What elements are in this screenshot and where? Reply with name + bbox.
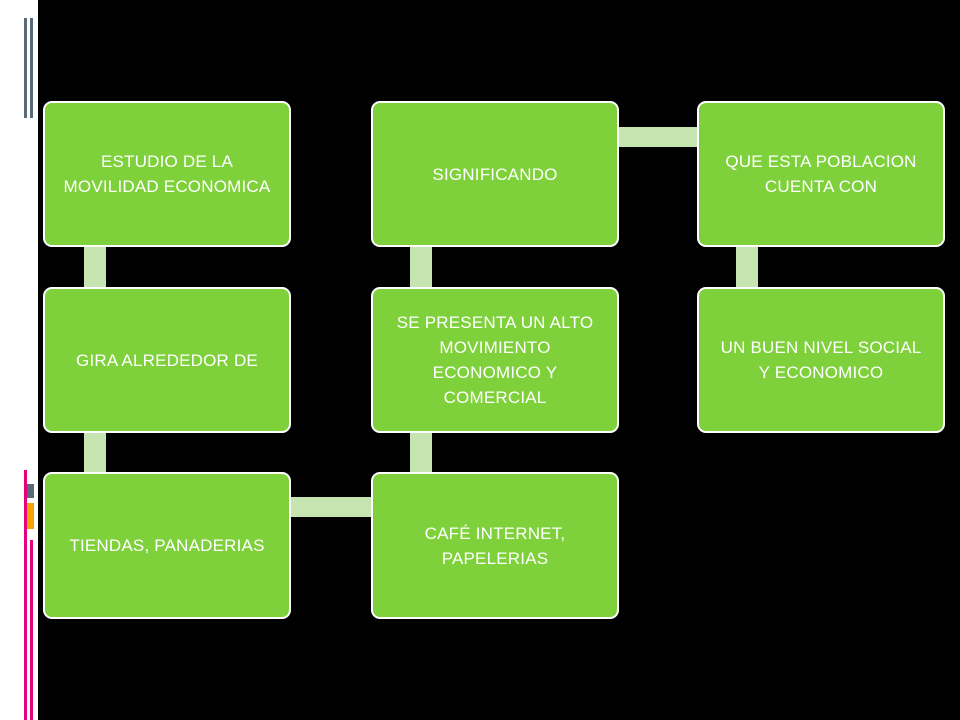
- flow-box-cafe: CAFÉ INTERNET, PAPELERIAS: [371, 472, 619, 619]
- sidebar-gray-block: [25, 484, 34, 498]
- sidebar-orange-block: [25, 503, 34, 529]
- flow-box-tiendas: TIENDAS, PANADERIAS: [43, 472, 291, 619]
- slide-sidebar: [0, 0, 38, 720]
- flow-box-label: CAFÉ INTERNET, PAPELERIAS: [424, 523, 566, 568]
- sidebar-gray-line: [24, 18, 27, 118]
- flow-box-significando: SIGNIFICANDO: [371, 101, 619, 247]
- flow-box-se-presenta: SE PRESENTA UN ALTO MOVIMIENTO ECONOMICO…: [371, 287, 619, 433]
- connector-3-4: [290, 497, 374, 517]
- sidebar-gray-line: [30, 18, 33, 118]
- flow-box-label: SE PRESENTA UN ALTO MOVIMIENTO ECONOMICO…: [396, 313, 594, 407]
- flow-box-label: GIRA ALREDEDOR DE: [76, 350, 258, 370]
- connector-7-8: [736, 246, 758, 288]
- sidebar-pink-line: [30, 540, 33, 720]
- flow-box-label: TIENDAS, PANADERIAS: [69, 536, 265, 555]
- flow-box-label: ESTUDIO DE LA MOVILIDAD ECONOMICA: [63, 152, 271, 196]
- flow-box-label: QUE ESTA POBLACION CUENTA CON: [725, 152, 917, 196]
- connector-5-6: [410, 246, 432, 288]
- flow-box-gira: GIRA ALREDEDOR DE: [43, 287, 291, 433]
- connector-2-3: [84, 432, 106, 474]
- flow-box-label: SIGNIFICANDO: [432, 164, 558, 184]
- connector-6-7: [616, 127, 700, 147]
- sidebar-pink-line: [24, 470, 27, 720]
- flow-box-que-esta: QUE ESTA POBLACION CUENTA CON: [697, 101, 945, 247]
- flow-box-label: UN BUEN NIVEL SOCIAL Y ECONOMICO: [720, 338, 922, 382]
- flow-box-estudio: ESTUDIO DE LA MOVILIDAD ECONOMICA: [43, 101, 291, 247]
- connector-1-2: [84, 246, 106, 288]
- connector-4-5: [410, 432, 432, 474]
- flow-box-buen-nivel: UN BUEN NIVEL SOCIAL Y ECONOMICO: [697, 287, 945, 433]
